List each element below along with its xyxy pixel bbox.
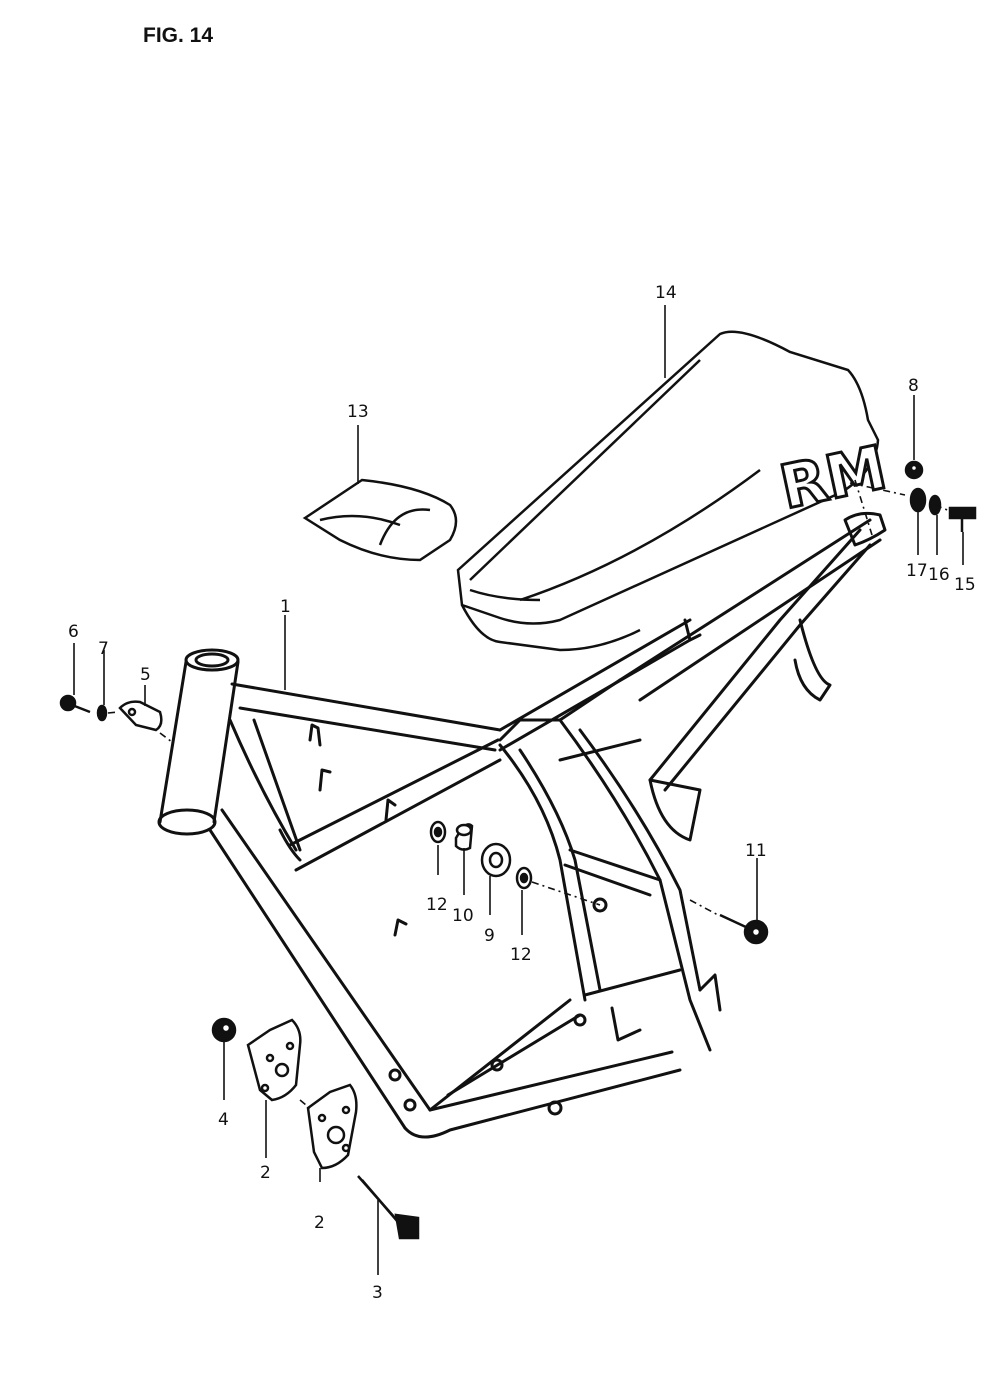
callout-13: 13 — [347, 402, 369, 422]
callout-5: 5 — [140, 665, 151, 685]
callout-6: 6 — [68, 622, 79, 642]
callout-15: 15 — [954, 575, 976, 595]
clamp — [118, 700, 163, 732]
screw — [59, 694, 91, 714]
engine-mount-bolt — [357, 1175, 420, 1240]
callout-2-lower: 2 — [314, 1213, 325, 1233]
callout-1: 1 — [280, 597, 291, 617]
bushing — [480, 842, 512, 878]
seat-bolt — [948, 506, 977, 532]
frame — [157, 511, 887, 1139]
callout-12-right: 12 — [510, 945, 532, 965]
callouts: 1 2 2 3 4 5 6 7 8 9 10 11 12 12 13 14 15… — [68, 283, 976, 1303]
callout-8: 8 — [908, 376, 919, 396]
callout-17: 17 — [906, 561, 928, 581]
callout-12-left: 12 — [426, 895, 448, 915]
callout-4: 4 — [218, 1110, 229, 1130]
callout-10: 10 — [452, 906, 474, 926]
seat-cushion — [909, 487, 927, 513]
callout-11: 11 — [745, 841, 767, 861]
callout-14: 14 — [655, 283, 677, 303]
collar — [454, 823, 474, 851]
callout-2-upper: 2 — [260, 1163, 271, 1183]
callout-7: 7 — [98, 639, 109, 659]
cushion-top — [904, 460, 924, 480]
figure-title: FIG. 14 — [143, 24, 213, 47]
washer — [96, 704, 108, 722]
seat-pad — [302, 478, 458, 562]
washer-left — [429, 820, 447, 844]
seat: RM — [456, 330, 894, 652]
engine-mount-plate-lower — [306, 1083, 358, 1170]
washer-right — [515, 866, 533, 890]
callout-16: 16 — [928, 565, 950, 585]
callout-3: 3 — [372, 1283, 383, 1303]
engine-mount-plate-upper — [246, 1018, 302, 1102]
leader-lines — [73, 305, 964, 1275]
nut — [211, 1017, 237, 1043]
callout-9: 9 — [484, 926, 495, 946]
bolt-with-washer — [719, 913, 769, 945]
